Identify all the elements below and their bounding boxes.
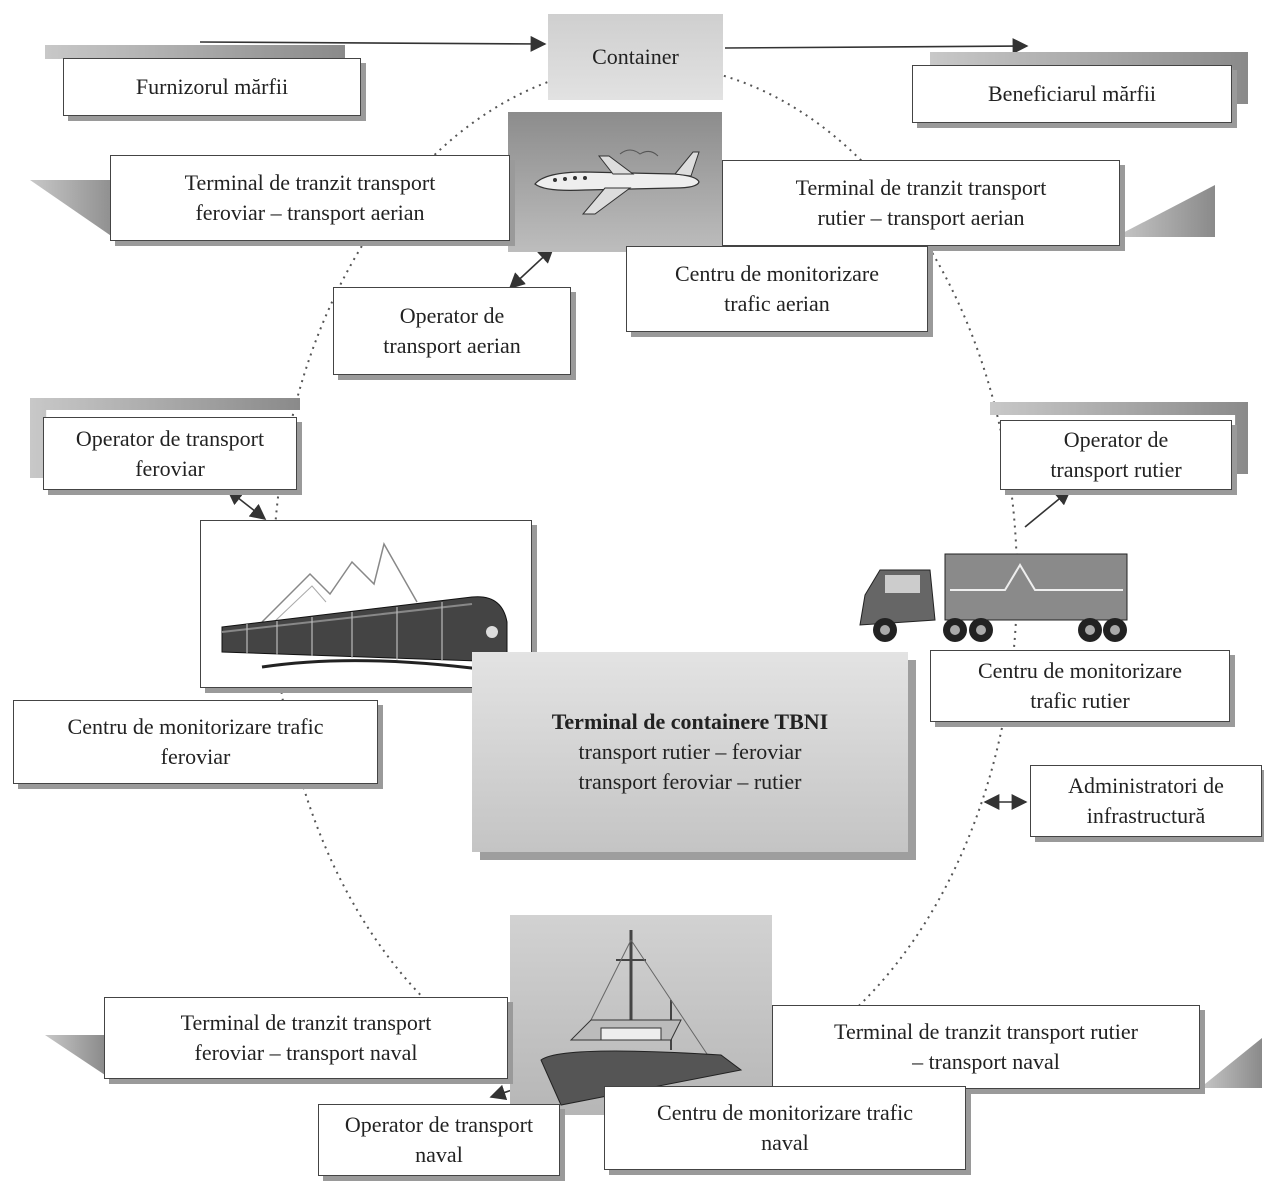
monitor-air-line1: Centru de monitorizare (674, 261, 880, 286)
arrow-container-beneficiary (724, 38, 1029, 55)
supplier-box: Furnizorul mărfii (63, 58, 361, 116)
terminal-road-naval-line2: – transport naval (912, 1049, 1060, 1074)
terminal-rail-air-box: Terminal de tranzit transport feroviar –… (110, 155, 510, 241)
operator-air-line2: transport aerian (383, 333, 521, 358)
container-label: Container (592, 44, 679, 69)
central-terminal-block: Terminal de containere TBNI transport ru… (472, 652, 908, 852)
container-block: Container (548, 14, 723, 100)
operator-road-line1: Operator de (1063, 427, 1169, 452)
central-terminal-line3: transport feroviar – rutier (578, 769, 802, 794)
supplier-label: Furnizorul mărfii (135, 74, 289, 99)
beneficiary-box: Beneficiarul mărfii (912, 65, 1232, 123)
operator-naval-box: Operator de transport naval (318, 1104, 560, 1176)
terminal-road-naval-line1: Terminal de tranzit transport rutier (834, 1019, 1138, 1044)
operator-naval-line1: Operator de transport (344, 1112, 534, 1137)
arrow-supplier-container (199, 35, 547, 52)
beneficiary-label: Beneficiarul mărfii (988, 81, 1156, 106)
terminal-rail-air-line1: Terminal de tranzit transport (184, 170, 436, 195)
monitor-road-line2: trafic rutier (1030, 688, 1130, 713)
terminal-road-naval-box: Terminal de tranzit transport rutier – t… (772, 1005, 1200, 1089)
terminal-road-air-line2: rutier – transport aerian (817, 205, 1025, 230)
monitor-rail-line2: feroviar (160, 744, 231, 769)
infra-admins-line1: Administratori de (1068, 773, 1224, 798)
terminal-road-air-line1: Terminal de tranzit transport (795, 175, 1047, 200)
terminal-rail-air-line2: feroviar – transport aerian (195, 200, 425, 225)
central-terminal-line2: transport rutier – feroviar (578, 739, 802, 764)
air-terminal-block (508, 112, 722, 252)
monitor-naval-line1: Centru de monitorizare trafic (657, 1100, 913, 1125)
terminal-rail-naval-line1: Terminal de tranzit transport (180, 1010, 432, 1035)
operator-rail-line1: Operator de transport (75, 425, 265, 451)
infra-admins-line2: infrastructură (1086, 803, 1206, 828)
operator-road-box: Operator de transport rutier (1000, 420, 1232, 490)
operator-air-line1: Operator de (399, 303, 505, 328)
train-icon (221, 542, 508, 674)
terminal-rail-naval-line2: feroviar – transport naval (194, 1040, 418, 1065)
monitor-rail-line1: Centru de monitorizare trafic (67, 714, 324, 739)
terminal-rail-naval-box: Terminal de tranzit transport feroviar –… (104, 997, 508, 1079)
central-terminal-title: Terminal de containere TBNI (551, 709, 829, 734)
wedge-supplier (45, 45, 345, 59)
operator-air-box: Operator de transport aerian (333, 287, 571, 375)
arrow-operator-air (508, 246, 555, 290)
monitor-road-line1: Centru de monitorizare (977, 658, 1183, 683)
operator-rail-box: Operator de transport feroviar (43, 417, 297, 490)
operator-rail-line2: feroviar (135, 455, 205, 481)
truck-icon (859, 553, 1128, 642)
arrow-operator-rail (226, 489, 267, 520)
monitor-naval-box: Centru de monitorizare trafic naval (604, 1086, 966, 1170)
monitor-naval-line2: naval (761, 1130, 809, 1155)
airplane-icon (534, 149, 700, 215)
naval-terminal-block (510, 915, 772, 1115)
operator-naval-line2: naval (415, 1142, 463, 1167)
infra-admins-box: Administratori de infrastructură (1030, 765, 1262, 837)
arrow-operator-road (1024, 488, 1072, 528)
monitor-air-line2: trafic aerian (724, 291, 830, 316)
ship-icon (540, 930, 743, 1106)
monitor-road-box: Centru de monitorizare trafic rutier (930, 650, 1230, 722)
monitor-rail-box: Centru de monitorizare trafic feroviar (13, 700, 378, 784)
operator-road-line2: transport rutier (1050, 457, 1182, 482)
monitor-air-box: Centru de monitorizare trafic aerian (626, 246, 928, 332)
terminal-road-air-box: Terminal de tranzit transport rutier – t… (722, 160, 1120, 246)
